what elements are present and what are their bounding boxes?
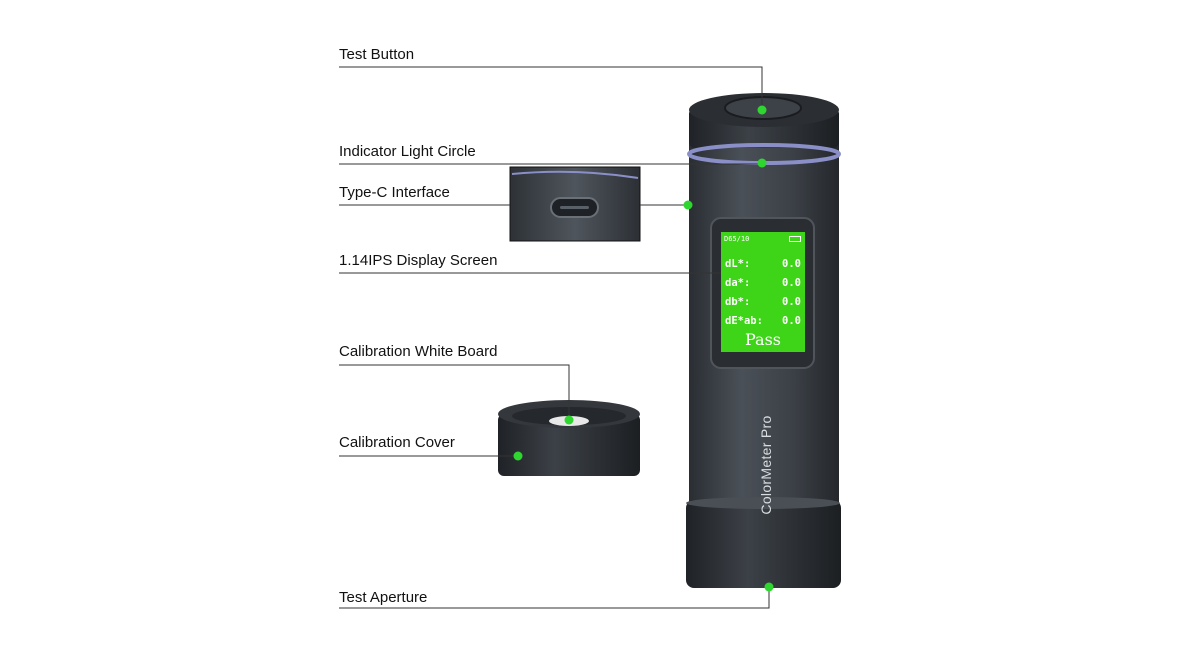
battery-icon	[789, 236, 801, 242]
leader-lines	[339, 66, 770, 609]
screen-row-label: db*:	[725, 296, 751, 308]
screen-row-de: dE*ab: 0.0	[725, 315, 801, 327]
screen-row-value: 0.0	[782, 315, 801, 327]
screen-row-label: da*:	[725, 277, 751, 289]
screen-row-value: 0.0	[782, 296, 801, 308]
marker-white-board	[564, 415, 574, 425]
screen-row-db: db*: 0.0	[725, 296, 801, 308]
leader-test-aperture	[339, 588, 770, 609]
inset-highlight	[511, 170, 639, 179]
marker-test-button	[757, 105, 767, 115]
label-display-screen: 1.14IPS Display Screen	[339, 252, 498, 269]
display-screen: D65/10 dL*: 0.0 da*: 0.0 db*: 0.0 dE*ab:…	[721, 232, 805, 352]
leader-test-button	[339, 66, 763, 108]
bottom-base	[686, 500, 841, 588]
label-calibration-white-board: Calibration White Board	[339, 343, 498, 360]
type-c-port-tongue	[560, 206, 589, 209]
screen-row-label: dE*ab:	[725, 315, 763, 327]
screen-row-dl: dL*: 0.0	[725, 258, 801, 270]
screen-result: Pass	[744, 330, 781, 349]
label-test-button: Test Button	[339, 46, 415, 63]
bottom-base-top	[686, 497, 840, 509]
label-indicator-light-circle: Indicator Light Circle	[339, 143, 476, 160]
screen-row-value: 0.0	[782, 277, 801, 289]
label-calibration-cover: Calibration Cover	[339, 434, 455, 451]
marker-type-c	[683, 200, 693, 210]
leader-white-board	[339, 364, 570, 420]
screen-row-da: da*: 0.0	[725, 277, 801, 289]
screen-row-value: 0.0	[782, 258, 801, 270]
screen-row-label: dL*:	[725, 258, 751, 270]
device-brand: ColorMeter Pro	[758, 415, 774, 515]
label-test-aperture: Test Aperture	[339, 589, 428, 606]
marker-calibration-cover	[513, 451, 523, 461]
screen-mode: D65/10	[724, 235, 750, 243]
marker-test-aperture	[764, 582, 774, 592]
label-type-c-interface: Type-C Interface	[339, 184, 450, 201]
calibration-cover-shape	[498, 414, 640, 476]
marker-indicator-light	[757, 158, 767, 168]
